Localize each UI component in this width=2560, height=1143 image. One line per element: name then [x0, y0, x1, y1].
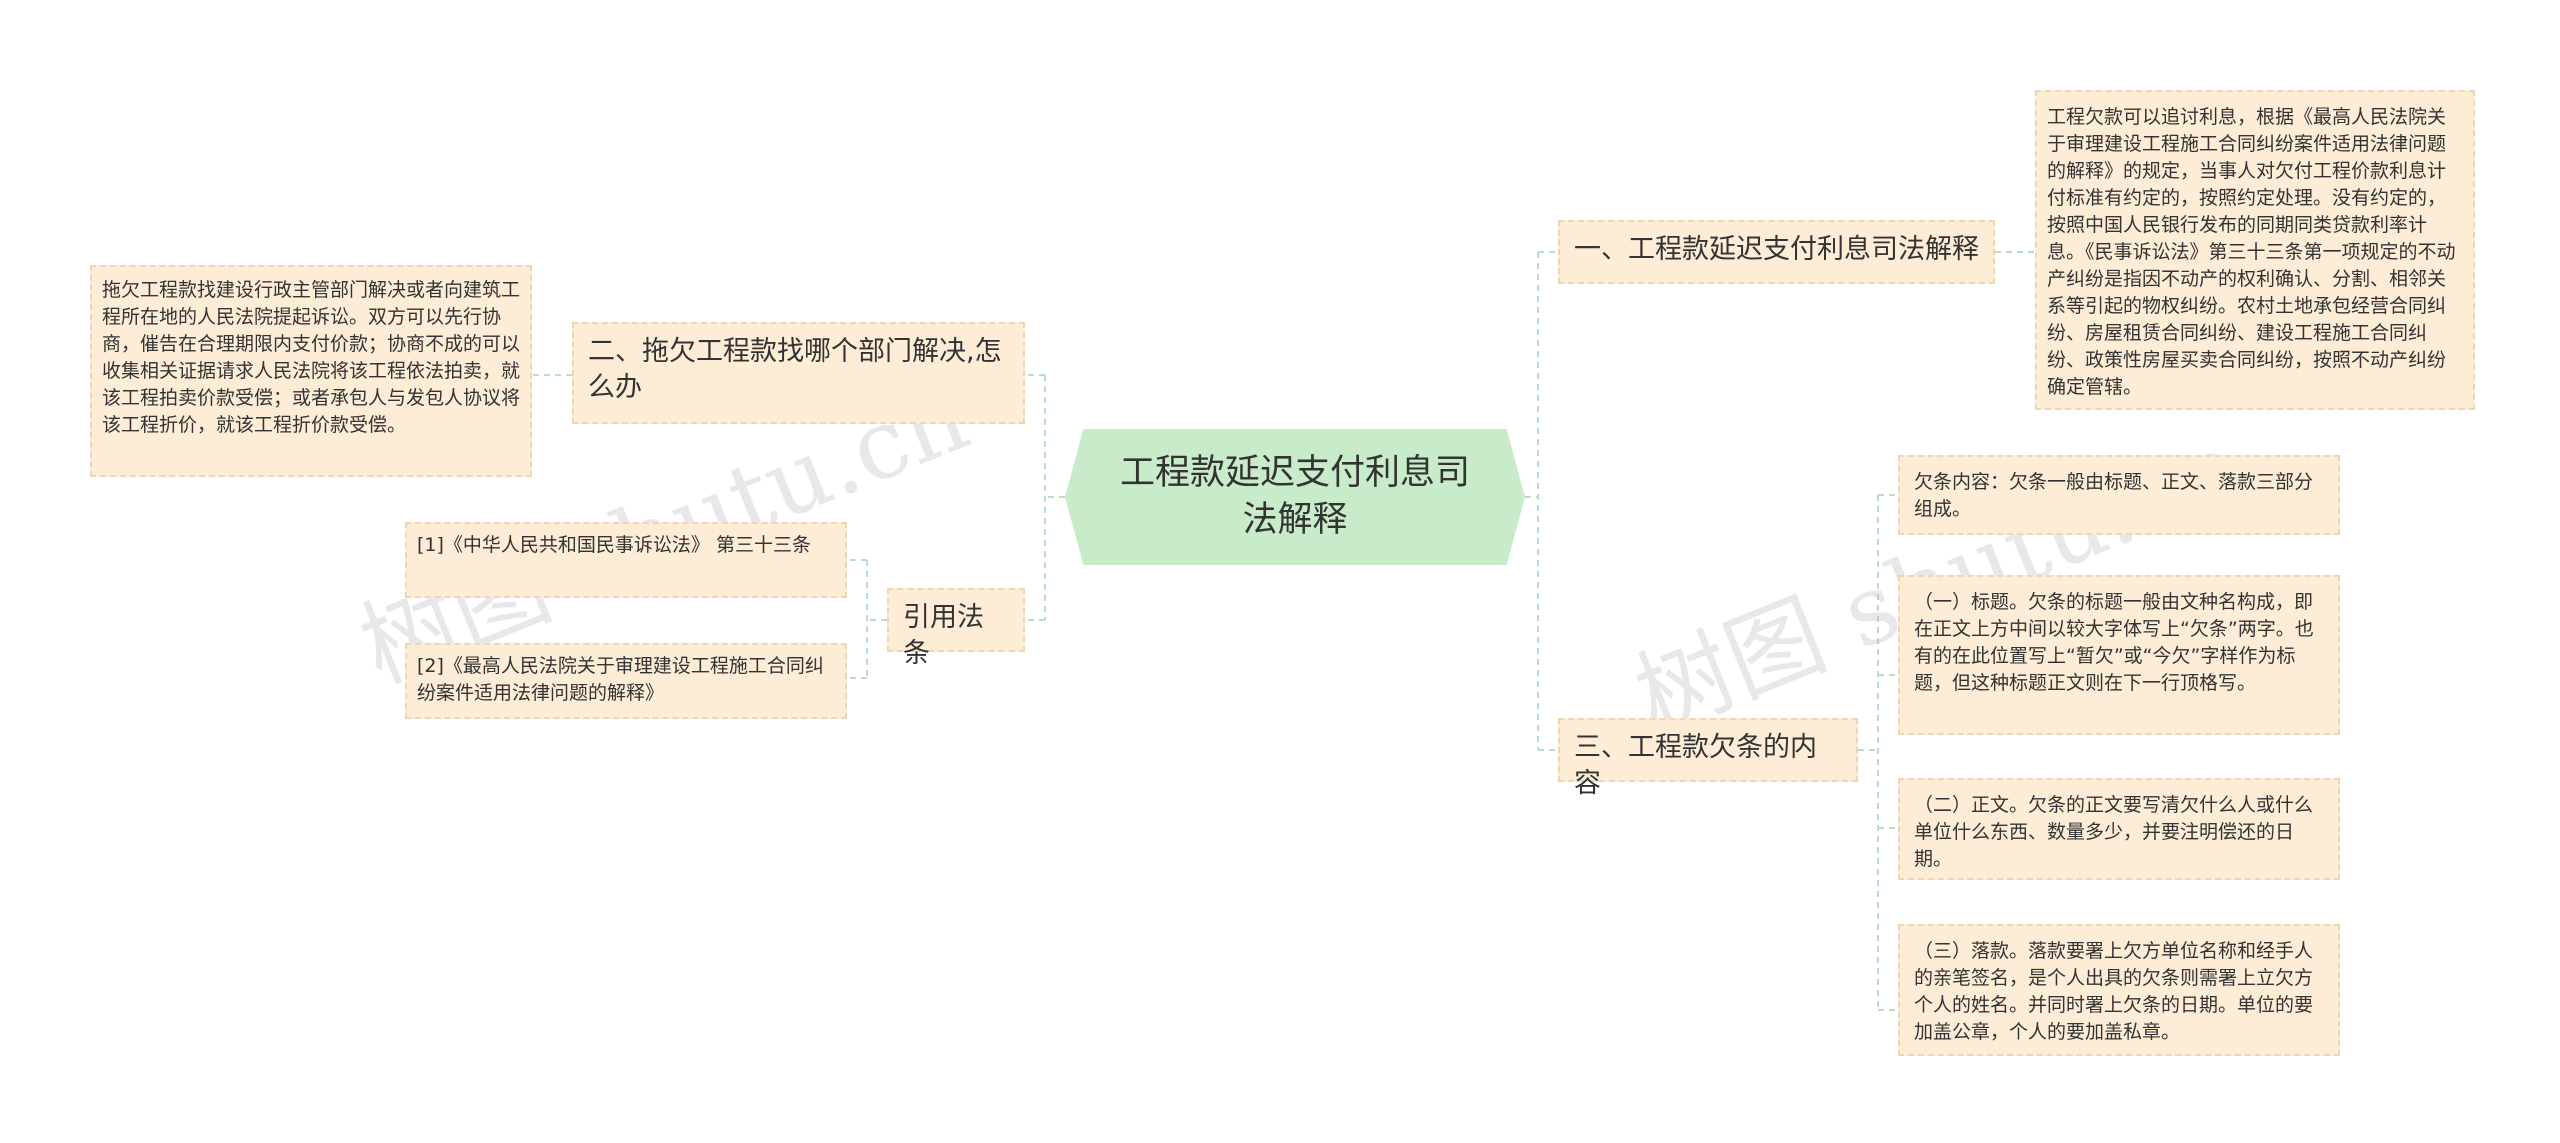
branch-label-3: 三、工程款欠条的内容 — [1574, 732, 1817, 800]
center-label: 工程款延迟支付利息司法解释 — [1119, 452, 1470, 540]
leaf-b3-item-2: （一）标题。欠条的标题一般由文种名构成，即在正文上方中间以较大字体写上“欠条”两… — [1898, 575, 2340, 735]
leaf-text: （一）标题。欠条的标题一般由文种名构成，即在正文上方中间以较大字体写上“欠条”两… — [1914, 591, 2314, 694]
branch-label-2: 二、拖欠工程款找哪个部门解决,怎么办 — [588, 336, 1002, 404]
leaf-b3-item-3: （二）正文。欠条的正文要写清欠什么人或什么单位什么东西、数量多少，并要注明偿还的… — [1898, 778, 2340, 880]
branch-label-4: 引用法条 — [903, 602, 984, 670]
center-node: 工程款延迟支付利息司法解释 — [1065, 429, 1525, 565]
branch-node-1: 一、工程款延迟支付利息司法解释 — [1558, 220, 1995, 284]
leaf-text: [1]《中华人民共和国民事诉讼法》 第三十三条 — [417, 534, 811, 556]
branch-node-4: 引用法条 — [887, 588, 1025, 669]
leaf-text: [2]《最高人民法院关于审理建设工程施工合同纠纷案件适用法律问题的解释》 — [417, 655, 824, 704]
leaf-text: 工程欠款可以追讨利息，根据《最高人民法院关于审理建设工程施工合同纠纷案件适用法律… — [2047, 106, 2456, 398]
leaf-text: （三）落款。落款要署上欠方单位名称和经手人的亲笔签名，是个人出具的欠条则需署上立… — [1914, 940, 2314, 1043]
leaf-text: 拖欠工程款找建设行政主管部门解决或者向建筑工程所在地的人民法院提起诉讼。双方可以… — [102, 279, 521, 436]
leaf-b1-text: 工程欠款可以追讨利息，根据《最高人民法院关于审理建设工程施工合同纠纷案件适用法律… — [2035, 90, 2475, 410]
branch-label-1: 一、工程款延迟支付利息司法解释 — [1574, 234, 1979, 265]
branch-node-3: 三、工程款欠条的内容 — [1558, 718, 1858, 799]
leaf-b3-item-1: 欠条内容：欠条一般由标题、正文、落款三部分组成。 — [1898, 455, 2340, 535]
leaf-text: （二）正文。欠条的正文要写清欠什么人或什么单位什么东西、数量多少，并要注明偿还的… — [1914, 794, 2314, 870]
leaf-b2-text: 拖欠工程款找建设行政主管部门解决或者向建筑工程所在地的人民法院提起诉讼。双方可以… — [90, 265, 532, 477]
leaf-text: 欠条内容：欠条一般由标题、正文、落款三部分组成。 — [1914, 471, 2314, 520]
leaf-b4-item-2: [2]《最高人民法院关于审理建设工程施工合同纠纷案件适用法律问题的解释》 — [405, 643, 847, 719]
branch-node-2: 二、拖欠工程款找哪个部门解决,怎么办 — [572, 322, 1025, 424]
leaf-b4-item-1: [1]《中华人民共和国民事诉讼法》 第三十三条 — [405, 522, 847, 598]
leaf-b3-item-4: （三）落款。落款要署上欠方单位名称和经手人的亲笔签名，是个人出具的欠条则需署上立… — [1898, 924, 2340, 1056]
